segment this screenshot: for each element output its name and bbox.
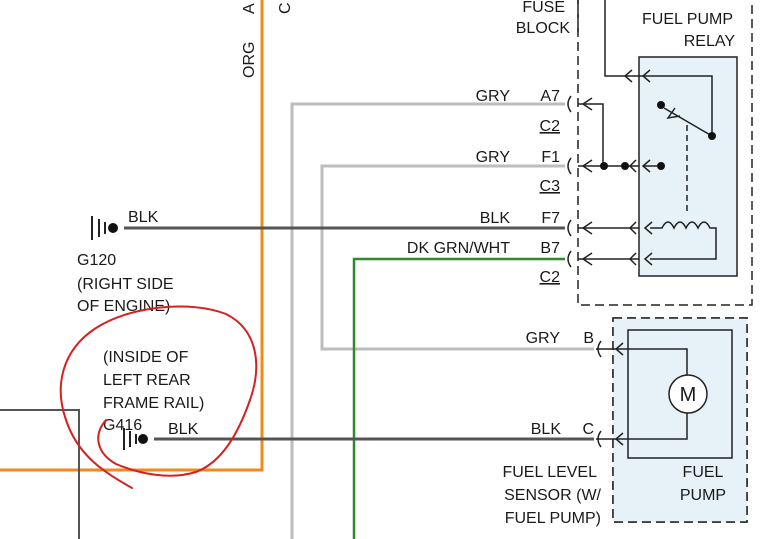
pin-a7: A7 <box>540 88 560 105</box>
label-a: A <box>241 3 258 14</box>
arrow-f7-relay <box>628 221 637 235</box>
g120-location-1: (RIGHT SIDE <box>77 276 174 293</box>
connector-a7-glyph <box>567 95 572 113</box>
pin-b7: B7 <box>540 240 560 257</box>
conn-c2-a7: C2 <box>540 118 561 135</box>
pump-label-2: PUMP <box>680 487 726 504</box>
ground-g416-symbol <box>123 428 148 450</box>
left-gray-wire <box>0 409 80 539</box>
g416-location-2: LEFT REAR <box>103 372 191 389</box>
conn-c2-b7: C2 <box>540 269 561 286</box>
connector-b7-glyph <box>567 250 572 268</box>
pin-f1: F1 <box>541 149 560 166</box>
annotation-circle <box>59 305 258 489</box>
label-blk-c: BLK <box>531 421 562 438</box>
fuel-pump-fill <box>613 318 747 522</box>
arrow-b7-relay <box>628 252 637 266</box>
label-blk-g120: BLK <box>128 209 159 226</box>
relay-label-2: RELAY <box>684 33 736 50</box>
arrow-f7 <box>581 221 593 235</box>
label-c: C <box>277 2 294 14</box>
g416-location-3: FRAME RAIL) <box>103 395 204 412</box>
relay-feed-arrow <box>623 69 633 83</box>
arrow-a7 <box>581 97 593 111</box>
pump-c-arrow <box>614 432 624 446</box>
fuel-pump-outline-top <box>612 317 748 523</box>
g120-name: G120 <box>77 252 116 269</box>
org-wire <box>0 0 264 472</box>
label-org: ORG <box>241 42 258 78</box>
g120-location-2: OF ENGINE) <box>77 298 170 315</box>
pin-b: B <box>583 330 594 347</box>
junction-dot-1 <box>600 162 608 170</box>
dkgrn-wire-b7 <box>352 257 565 539</box>
fuse-block-label-1: FUSE <box>522 0 565 16</box>
gry-wire-a7 <box>290 102 565 539</box>
relay-coil <box>650 221 717 260</box>
label-gry-b: GRY <box>526 330 561 347</box>
label-gry-f1: GRY <box>476 149 511 166</box>
ground-g120-symbol <box>91 216 118 240</box>
junction-dot-2 <box>621 162 629 170</box>
relay-switch-contact <box>708 132 716 140</box>
pin-c: C <box>582 421 594 438</box>
connector-f7-glyph <box>567 219 572 237</box>
relay-coil-arrow-1 <box>643 221 653 235</box>
relay-coil-arrow-2 <box>643 252 653 266</box>
relay-switch-tip <box>666 107 681 120</box>
arrow-f1-relay <box>628 159 637 173</box>
label-dkgrn-b7: DK GRN/WHT <box>407 240 510 257</box>
pump-c-line <box>596 413 688 440</box>
relay-feed-line <box>604 0 645 77</box>
sensor-label-3: FUEL PUMP) <box>505 510 601 527</box>
g416-name: G416 <box>103 417 142 434</box>
relay-feed-arrow-inner <box>641 69 651 83</box>
connector-c-glyph <box>597 430 602 448</box>
sensor-label-2: SENSOR (W/ <box>504 487 601 504</box>
connector-f1-glyph <box>567 157 572 175</box>
pump-motor-label: M <box>680 384 697 406</box>
relay-contact-line <box>645 75 713 136</box>
pump-b-arrow <box>614 342 624 356</box>
relay-label-1: FUEL PUMP <box>642 11 733 28</box>
pump-label-1: FUEL <box>683 464 724 481</box>
pin-f7: F7 <box>541 210 560 227</box>
conn-c3-f1: C3 <box>540 178 561 195</box>
pump-b-line <box>596 348 688 375</box>
relay-switch-pivot <box>657 101 665 109</box>
pump-motor-circle <box>668 374 708 414</box>
relay-f1-terminal <box>657 162 665 170</box>
arrow-f1 <box>581 159 593 173</box>
connector-b-glyph <box>597 340 602 358</box>
sensor-label-1: FUEL LEVEL <box>502 464 597 481</box>
label-blk-g416: BLK <box>168 421 199 438</box>
fuel-pump-inner-box <box>627 329 733 459</box>
gry-wire-f1-b <box>320 164 594 351</box>
fuse-block-label-2: BLOCK <box>516 20 571 37</box>
label-blk-f7: BLK <box>480 210 511 227</box>
g416-location-1: (INSIDE OF <box>103 349 189 366</box>
fuse-block-outline <box>577 0 753 306</box>
arrow-b7 <box>581 252 593 266</box>
internal-a7-line <box>578 103 604 166</box>
label-gry-a7: GRY <box>476 88 511 105</box>
